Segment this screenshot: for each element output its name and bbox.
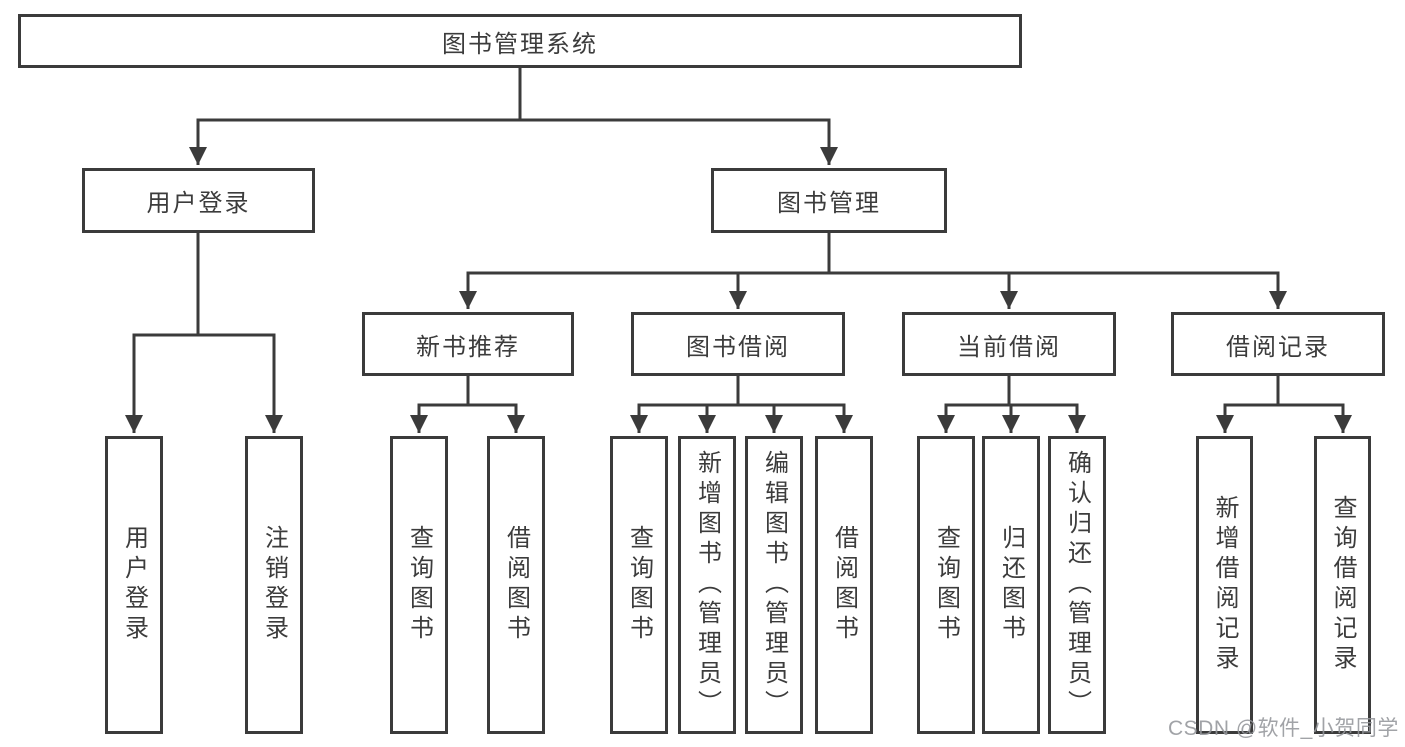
- leaf-edit-book-admin: 编辑图书（管理员）: [745, 436, 803, 734]
- node-book-management: 图书管理: [711, 168, 947, 233]
- csdn-watermark: CSDN @软件_小贺同学: [1168, 717, 1399, 740]
- node-current-borrowing: 当前借阅: [902, 312, 1116, 376]
- leaf-query-borrow-record: 查询借阅记录: [1314, 436, 1371, 734]
- leaf-logout: 注销登录: [245, 436, 303, 734]
- leaf-query-books-current: 查询图书: [917, 436, 975, 734]
- node-user-login: 用户登录: [82, 168, 315, 233]
- leaf-add-book-admin: 新增图书（管理员）: [678, 436, 736, 734]
- node-root: 图书管理系统: [18, 14, 1022, 68]
- node-borrowing-records: 借阅记录: [1171, 312, 1385, 376]
- leaf-borrow-books-borrowing: 借阅图书: [815, 436, 873, 734]
- leaf-user-login: 用户登录: [105, 436, 163, 734]
- leaf-return-book: 归还图书: [982, 436, 1040, 734]
- node-new-book-recommendation: 新书推荐: [362, 312, 574, 376]
- leaf-query-books-recommend: 查询图书: [390, 436, 448, 734]
- node-book-borrowing: 图书借阅: [631, 312, 845, 376]
- leaf-add-borrow-record: 新增借阅记录: [1196, 436, 1253, 734]
- leaf-confirm-return-admin: 确认归还（管理员）: [1048, 436, 1106, 734]
- leaf-query-books-borrowing: 查询图书: [610, 436, 668, 734]
- leaf-borrow-books-recommend: 借阅图书: [487, 436, 545, 734]
